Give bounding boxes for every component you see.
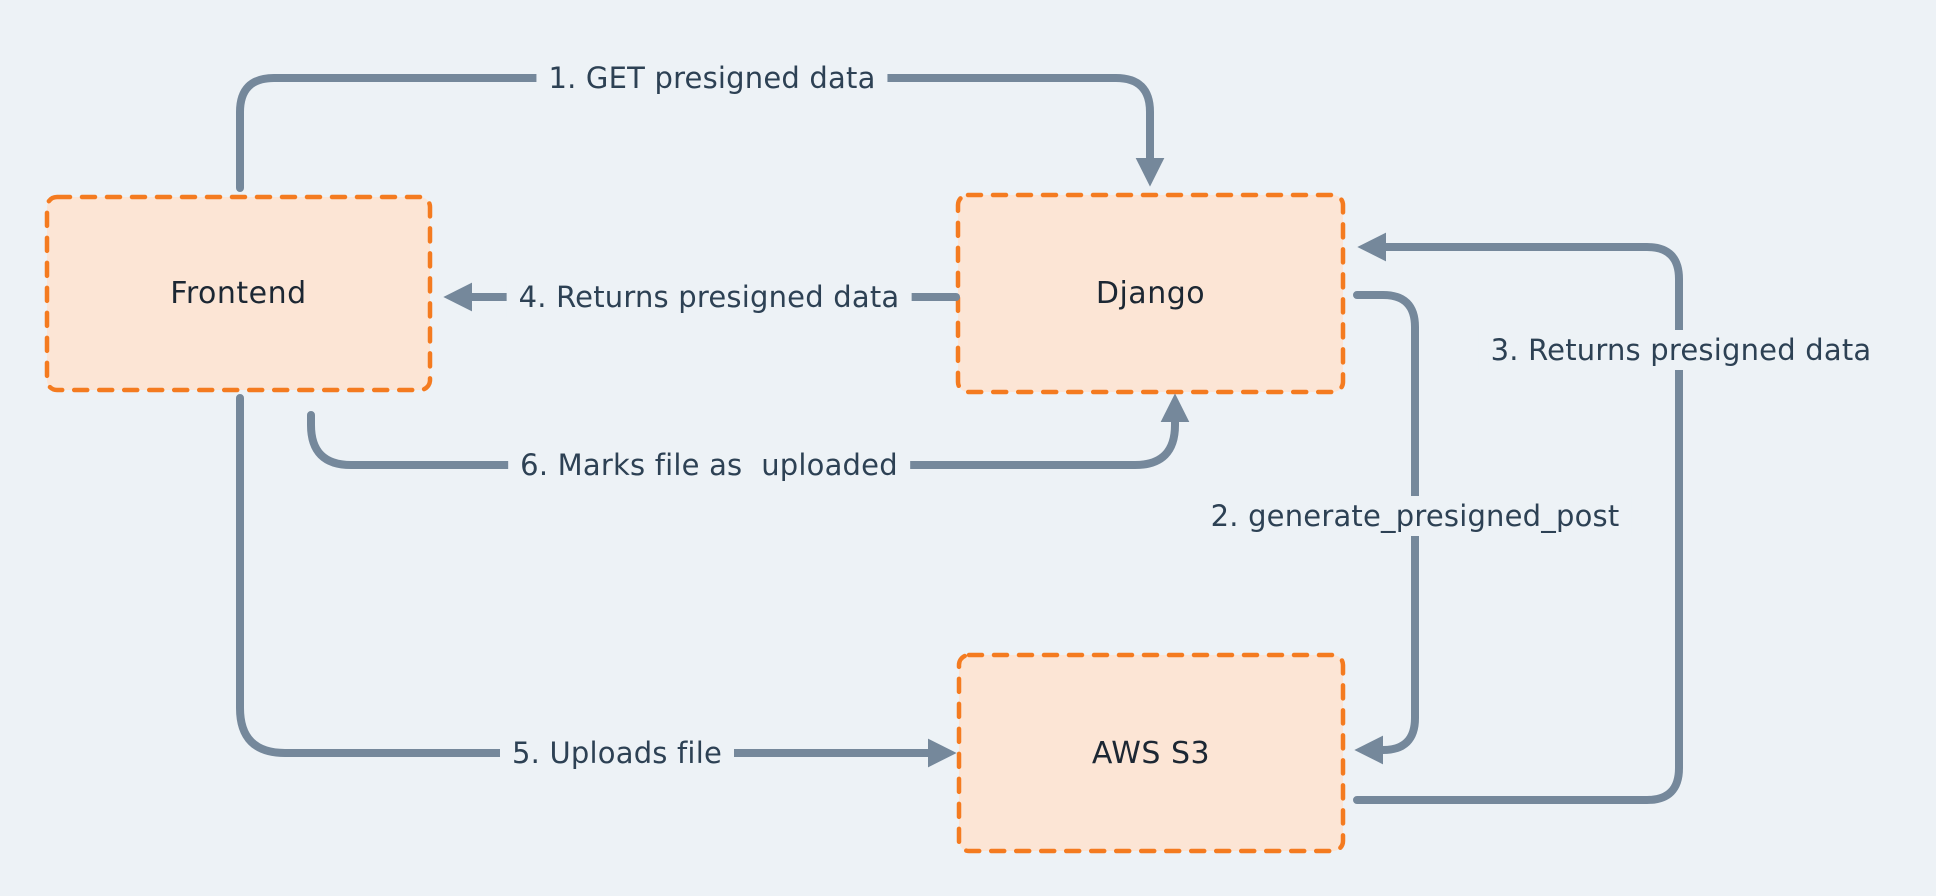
edge-label-get-presigned-data: 1. GET presigned data [536, 58, 888, 98]
node-awss3-box [956, 652, 1346, 854]
edge-label-returns-presigned-data-frontend: 4. Returns presigned data [506, 277, 912, 317]
edge-label-marks-file-uploaded: 6. Marks file as uploaded [508, 445, 910, 485]
edge-5-uploads-file-arrow [236, 394, 957, 768]
node-frontend-box [44, 194, 433, 393]
edge-3-returns-presigned-data-arrow [1353, 232, 1683, 804]
edge-label-generate-presigned-post: 2. generate_presigned_post [1198, 496, 1632, 536]
edge-label-returns-presigned-data-s3: 3. Returns presigned data [1478, 330, 1884, 370]
edge-label-uploads-file: 5. Uploads file [500, 733, 734, 773]
node-django-box [955, 192, 1346, 395]
